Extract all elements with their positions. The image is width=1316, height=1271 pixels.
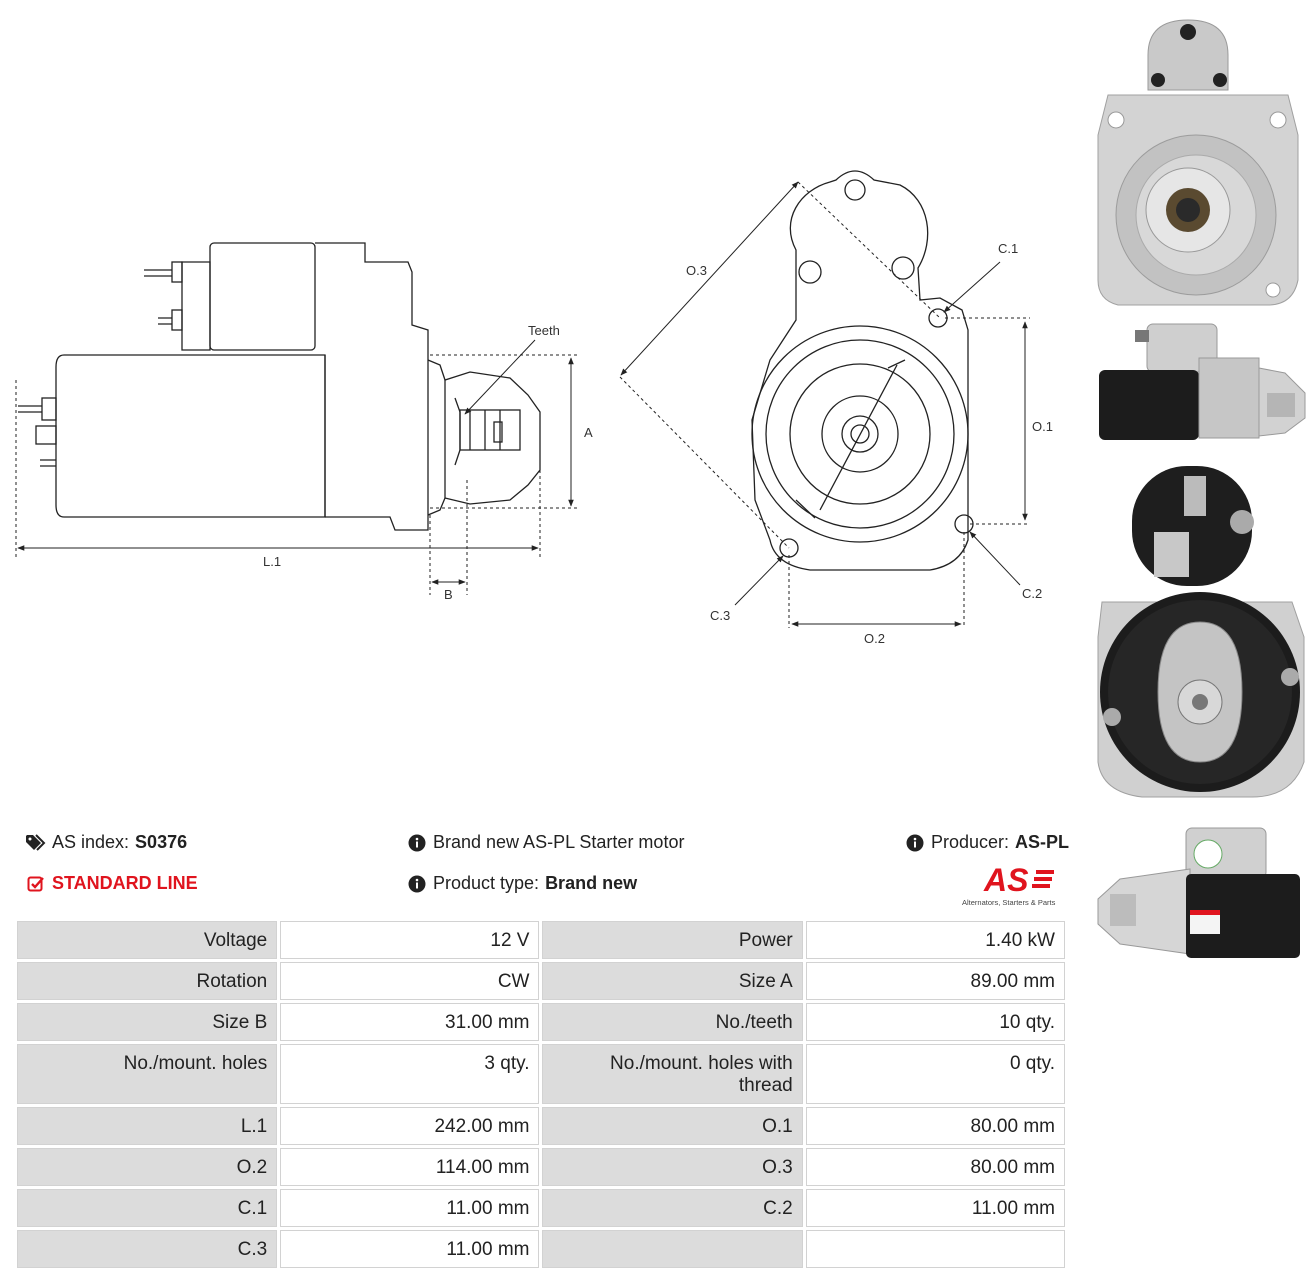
- dimension-l1-label: L.1: [263, 554, 281, 569]
- specifications-table: Voltage 12 V Power 1.40 kW Rotation CW S…: [14, 918, 1068, 1271]
- dimension-o2-label: O.2: [864, 631, 885, 646]
- as-index: AS index: S0376: [26, 832, 187, 853]
- table-row: Size B 31.00 mm No./teeth 10 qty.: [17, 1003, 1065, 1041]
- spec-value: 1.40 kW: [805, 921, 1065, 959]
- spec-key: O.3: [542, 1148, 803, 1186]
- product-photo-front: [1097, 19, 1299, 306]
- front-view-dimensions: [619, 181, 1030, 628]
- spec-value: 114.00 mm: [280, 1148, 540, 1186]
- spec-key: Power: [542, 921, 803, 959]
- standard-line: STANDARD LINE: [26, 873, 198, 894]
- info-circle-icon: [407, 833, 427, 853]
- product-photo-side: [1099, 323, 1306, 440]
- producer: Producer: AS-PL: [905, 832, 1069, 853]
- dimension-a-label: A: [584, 425, 593, 440]
- spec-key: [542, 1230, 803, 1268]
- spec-value: 10 qty.: [805, 1003, 1065, 1041]
- spec-value: 31.00 mm: [280, 1003, 540, 1041]
- spec-value: 11.00 mm: [280, 1189, 540, 1227]
- table-row: No./mount. holes 3 qty. No./mount. holes…: [17, 1044, 1065, 1104]
- spec-key: C.3: [17, 1230, 278, 1268]
- side-view-dimensions: [15, 339, 580, 595]
- spec-value: [805, 1230, 1065, 1268]
- spec-key: Voltage: [17, 921, 278, 959]
- dimension-c1-label: C.1: [998, 241, 1018, 256]
- spec-value: 3 qty.: [280, 1044, 540, 1104]
- dimension-c2-label: C.2: [1022, 586, 1042, 601]
- spec-value: CW: [280, 962, 540, 1000]
- spec-key: No./teeth: [542, 1003, 803, 1041]
- table-row: C.3 11.00 mm: [17, 1230, 1065, 1268]
- tags-icon: [26, 833, 46, 853]
- product-type-value: Brand new: [545, 873, 638, 893]
- spec-key: No./mount. holes: [17, 1044, 278, 1104]
- spec-value: 0 qty.: [805, 1044, 1065, 1104]
- as-index-label: AS index:: [52, 832, 130, 852]
- spec-value: 11.00 mm: [280, 1230, 540, 1268]
- as-pl-logo: AS Alternators, Starters & Parts: [962, 862, 1070, 908]
- dimension-o3-label: O.3: [686, 263, 707, 278]
- product-title-text: Brand new AS-PL Starter motor: [433, 832, 685, 852]
- table-row: O.2 114.00 mm O.3 80.00 mm: [17, 1148, 1065, 1186]
- teeth-label: Teeth: [528, 323, 560, 338]
- info-circle-icon: [905, 833, 925, 853]
- spec-key: C.1: [17, 1189, 278, 1227]
- spec-value: 11.00 mm: [805, 1189, 1065, 1227]
- as-logo-mark: AS: [983, 862, 1054, 898]
- info-circle-icon: [407, 874, 427, 894]
- spec-key: C.2: [542, 1189, 803, 1227]
- producer-label: Producer:: [931, 832, 1010, 852]
- spec-value: 80.00 mm: [805, 1148, 1065, 1186]
- product-photo-rear: [1097, 466, 1305, 798]
- dimension-b-label: B: [444, 587, 453, 602]
- table-row: C.1 11.00 mm C.2 11.00 mm: [17, 1189, 1065, 1227]
- product-title: Brand new AS-PL Starter motor: [407, 832, 684, 853]
- spec-key: Rotation: [17, 962, 278, 1000]
- table-row: Voltage 12 V Power 1.40 kW: [17, 921, 1065, 959]
- spec-key: O.2: [17, 1148, 278, 1186]
- technical-drawings: Teeth A L.1 B O.3 C.1 O.1 C.2: [15, 170, 1053, 646]
- table-row: L.1 242.00 mm O.1 80.00 mm: [17, 1107, 1065, 1145]
- spec-key: L.1: [17, 1107, 278, 1145]
- dimension-o1-label: O.1: [1032, 419, 1053, 434]
- product-type: Product type: Brand new: [407, 873, 637, 894]
- product-type-label: Product type:: [433, 873, 540, 893]
- dimension-c3-label: C.3: [710, 608, 730, 623]
- side-view-drawing: [18, 242, 541, 531]
- check-square-icon: [26, 874, 46, 894]
- spec-key: O.1: [542, 1107, 803, 1145]
- spec-key: Size A: [542, 962, 803, 1000]
- standard-line-label: STANDARD LINE: [52, 873, 198, 893]
- spec-value: 80.00 mm: [805, 1107, 1065, 1145]
- producer-value: AS-PL: [1015, 832, 1070, 852]
- spec-key: No./mount. holes with thread: [542, 1044, 803, 1104]
- product-photo-label-side: [1097, 827, 1300, 958]
- spec-value: 12 V: [280, 921, 540, 959]
- table-row: Rotation CW Size A 89.00 mm: [17, 962, 1065, 1000]
- as-index-value: S0376: [135, 832, 188, 852]
- spec-value: 242.00 mm: [280, 1107, 540, 1145]
- spec-key: Size B: [17, 1003, 278, 1041]
- logo-tagline: Alternators, Starters & Parts: [962, 898, 1056, 907]
- svg-text:AS: AS: [983, 862, 1029, 896]
- front-view-drawing: [751, 170, 974, 571]
- spec-value: 89.00 mm: [805, 962, 1065, 1000]
